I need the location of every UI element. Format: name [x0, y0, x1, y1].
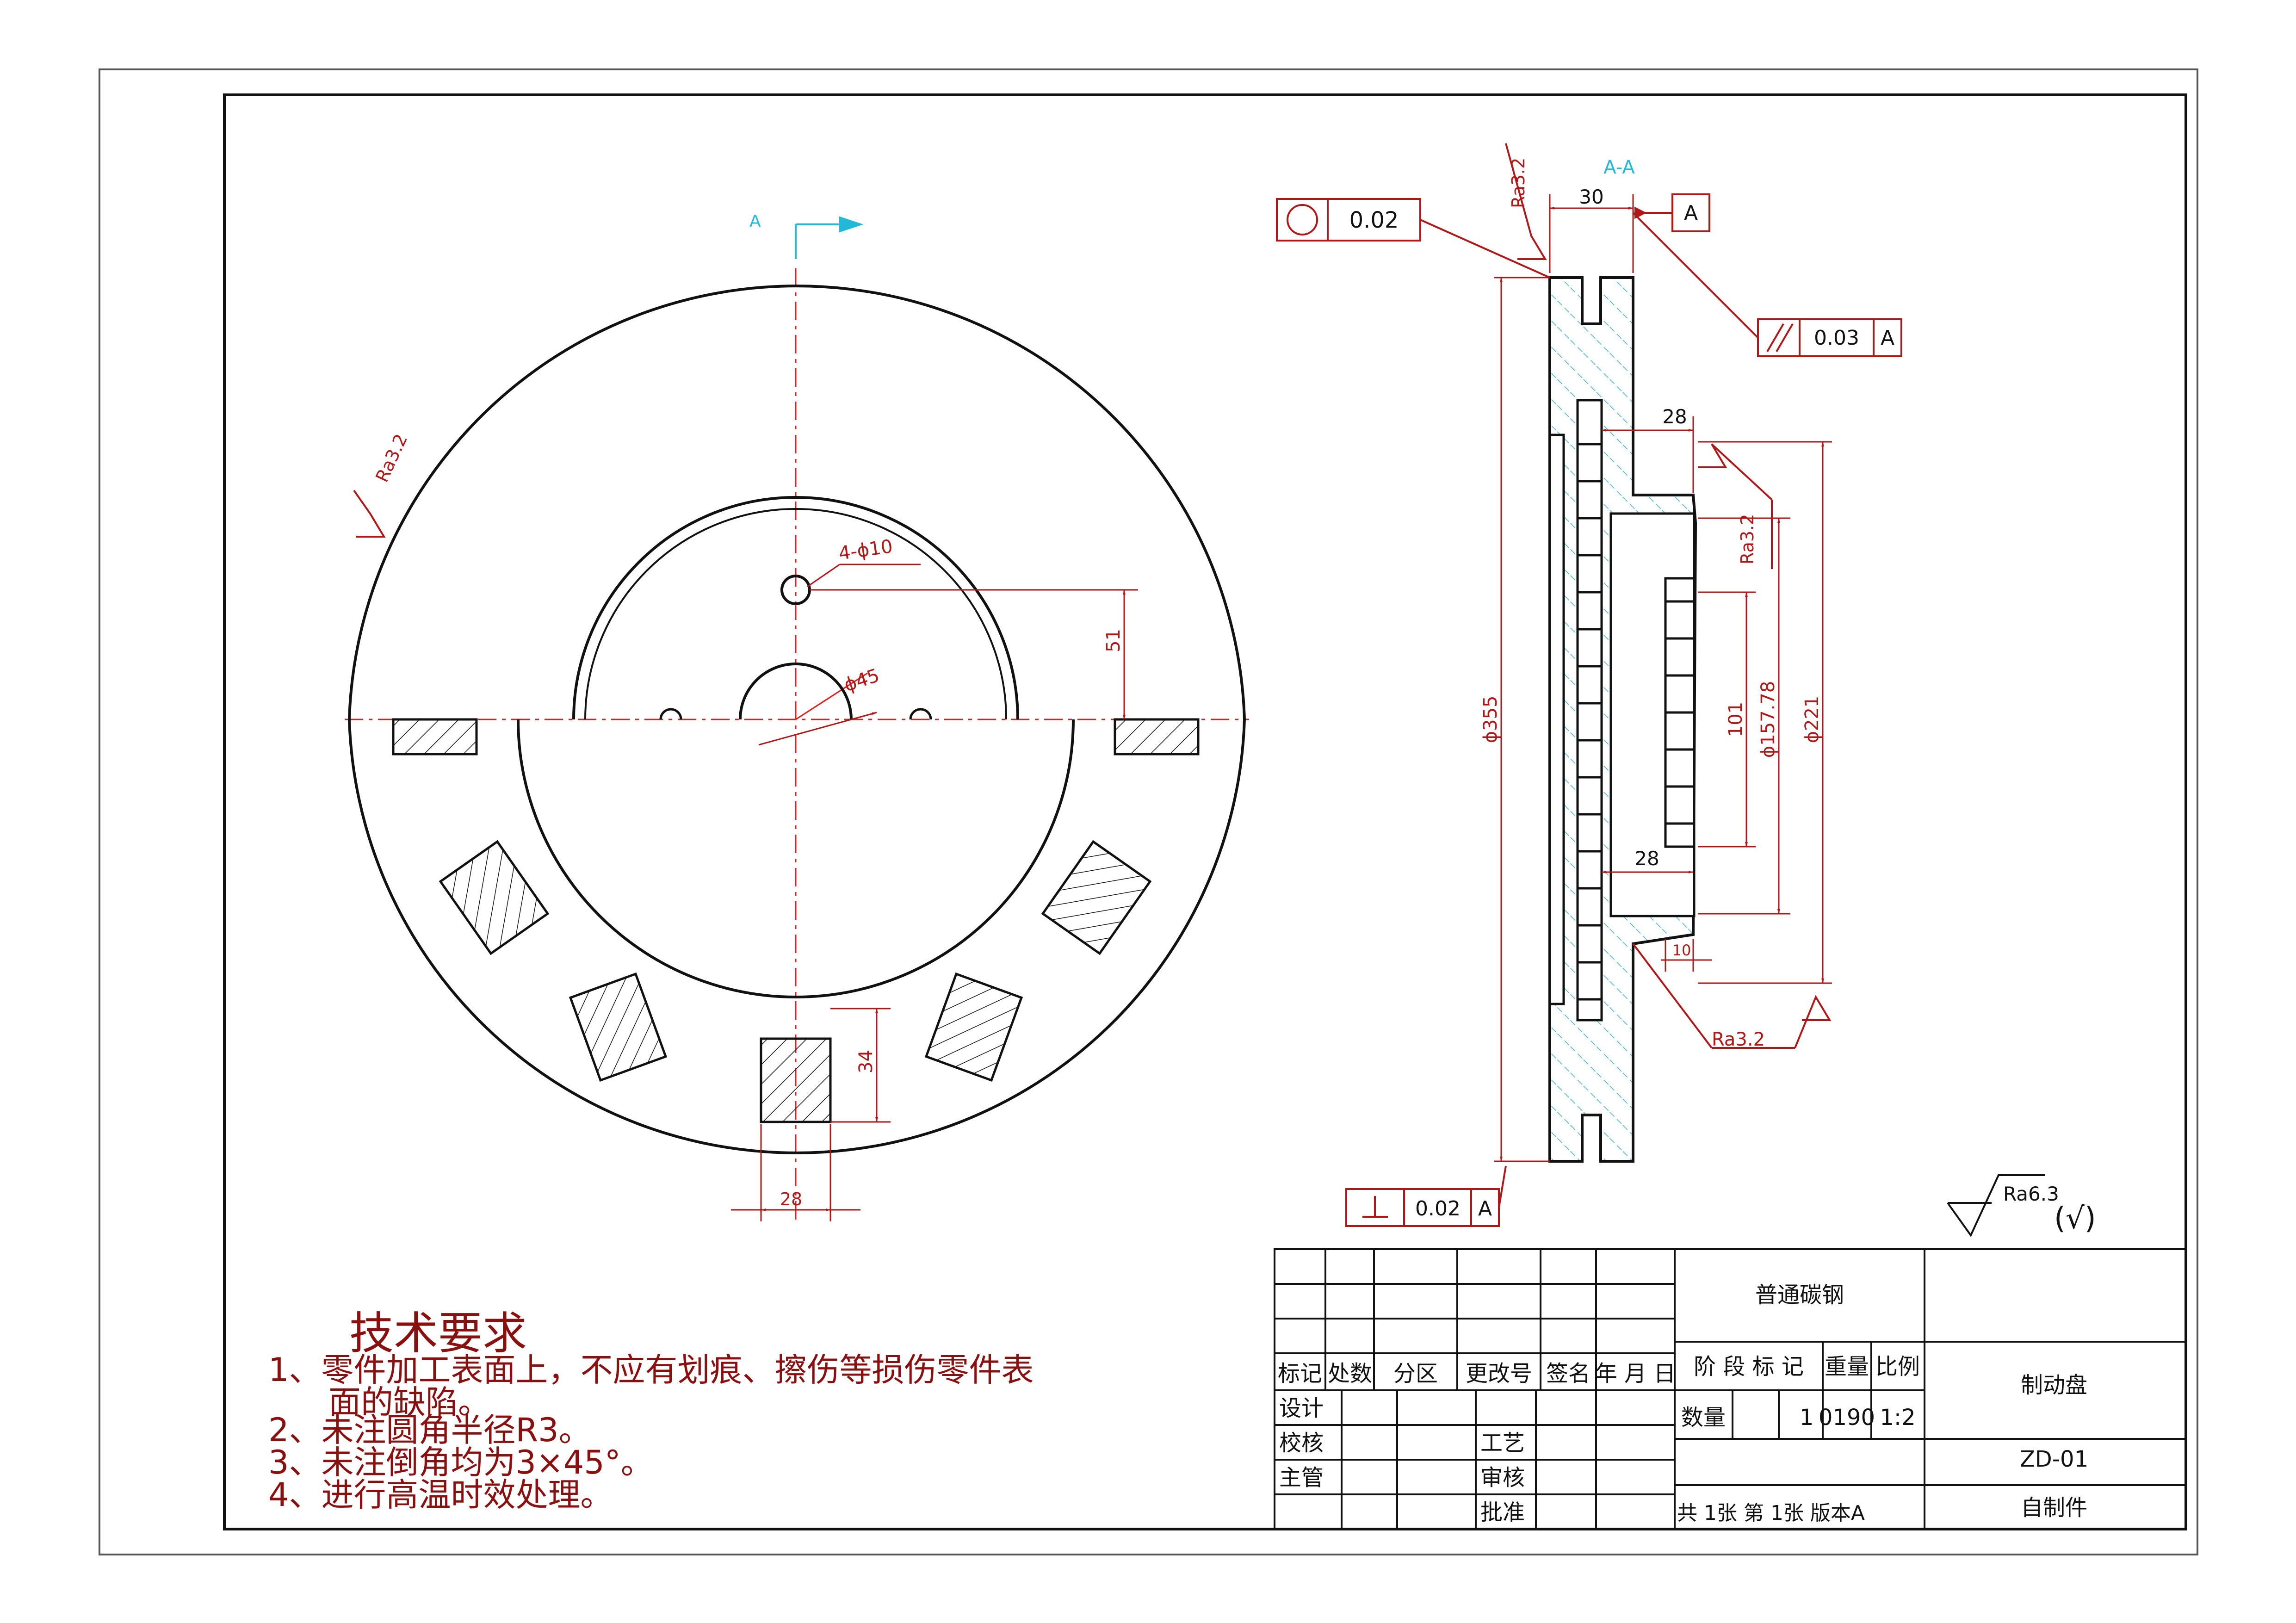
roughness-front-label: Ra3.2 [371, 431, 411, 485]
outer-border [99, 68, 2198, 1555]
tb-rev-number: 更改号 [1466, 1361, 1532, 1387]
tech-item-1b: 面的缺陷。 [328, 1383, 490, 1421]
dim-dia-355: ϕ355 [1480, 696, 1501, 743]
tb-scale-value: 1:2 [1880, 1405, 1915, 1431]
roughness-symbol-bottom [1632, 943, 1832, 1049]
bolt-hole-right [909, 708, 932, 720]
vent-slot [924, 972, 1023, 1082]
tb-approve: 批准 [1480, 1499, 1525, 1525]
dim-slot-width: 28 [780, 1189, 802, 1209]
roughness-symbol-hub [1698, 443, 1773, 569]
tb-part-name: 制动盘 [2021, 1372, 2087, 1398]
tb-rev-zone: 分区 [1393, 1361, 1438, 1387]
front-view: A Ra3.2 [345, 212, 1249, 1221]
tech-item-4: 4、进行高温时效处理。 [268, 1476, 613, 1514]
tb-drawing-no: ZD-01 [2020, 1446, 2088, 1472]
hub-lower-edge [517, 719, 1075, 998]
tb-stage: 阶 段 标 记 [1694, 1354, 1804, 1380]
tb-check: 校核 [1279, 1430, 1324, 1456]
tb-rev-date: 年 月 日 [1595, 1361, 1676, 1387]
perp-tol: 0.02 [1415, 1197, 1461, 1220]
section-title: A-A [1603, 157, 1635, 178]
tb-manager: 主管 [1279, 1465, 1324, 1491]
tech-requirements: 技术要求 1、零件加工表面上，不应有划痕、擦伤等损伤零件表 面的缺陷。 2、未注… [268, 1307, 1034, 1514]
vent-slot [569, 972, 668, 1082]
datum-feature [1634, 193, 1710, 232]
roundness-frame [1276, 198, 1550, 279]
dim-vent-bottom: 28 [1634, 847, 1659, 870]
title-block [1274, 1248, 2187, 1530]
tech-item-3: 3、未注倒角均为3×45°。 [268, 1443, 653, 1481]
roughness-symbol-front [353, 489, 386, 538]
general-finish [1947, 1174, 2045, 1237]
dim-slot-height: 34 [855, 1050, 877, 1073]
tech-item-1: 1、零件加工表面上，不应有划痕、擦伤等损伤零件表 [268, 1351, 1034, 1389]
dim-101: 101 [1725, 702, 1746, 737]
dim-hole-offset: 51 [1103, 629, 1124, 652]
parallel-datum: A [1881, 326, 1894, 350]
tb-material: 普通碳钢 [1755, 1282, 1844, 1308]
tech-title: 技术要求 [349, 1307, 527, 1359]
section-arrow [795, 216, 864, 259]
datum-label: A [1684, 201, 1698, 225]
vent-ribs [1578, 443, 1694, 1001]
roughness-top-label: Ra3.2 [1508, 158, 1529, 208]
roughness-bottom-label: Ra3.2 [1712, 1029, 1765, 1050]
vent-slot [392, 718, 478, 756]
tb-rev-mark: 标记 [1278, 1361, 1322, 1387]
dimension-lines-section [1494, 194, 1832, 1162]
dim-10: 10 [1672, 942, 1691, 959]
tb-qty-value: 1 [1800, 1405, 1814, 1431]
vent-slot [439, 840, 550, 955]
tb-sheet-info: 共 1张 第 1张 版本A [1677, 1501, 1865, 1525]
vent-slots [392, 718, 1200, 1123]
center-bore [739, 663, 853, 720]
tb-qty-label: 数量 [1681, 1405, 1726, 1431]
vent-slot [760, 1037, 832, 1123]
dim-dia-221: ϕ221 [1801, 696, 1823, 743]
centerlines [345, 268, 1249, 1221]
parallel-frame [1632, 212, 1902, 357]
tb-review: 审核 [1480, 1465, 1525, 1491]
tech-item-2: 2、未注圆角半径R3。 [268, 1411, 591, 1449]
perp-frame [1345, 1165, 1507, 1227]
dim-holes-callout: 4-ϕ10 [837, 536, 894, 564]
section-label-a: A [749, 212, 761, 231]
tb-design: 设计 [1279, 1395, 1324, 1421]
dim-vent-top: 28 [1662, 405, 1687, 428]
tb-rev-count: 处数 [1328, 1361, 1372, 1387]
dim-dia-157: ϕ157.78 [1758, 681, 1779, 758]
tb-rev-sign: 签名 [1546, 1361, 1590, 1387]
bolt-hole-left [659, 708, 682, 720]
roundness-tol: 0.02 [1349, 207, 1399, 233]
section-view: A-A [1276, 143, 1902, 1227]
tb-source: 自制件 [2021, 1495, 2087, 1521]
general-finish-note: (√) [2054, 1202, 2096, 1236]
vent-channel [1548, 399, 1696, 1022]
tb-process: 工艺 [1480, 1430, 1525, 1456]
disc-lower-edge [348, 719, 1246, 1154]
tb-weight: 重量 [1825, 1354, 1869, 1380]
title-block-text: 普通碳钢 制动盘 ZD-01 自制件 标记 处数 分区 更改号 签名 年 月 日… [1278, 1282, 2088, 1525]
parallel-tol: 0.03 [1814, 326, 1859, 350]
roughness-hub-label: Ra3.2 [1737, 514, 1758, 564]
vent-slot [1114, 718, 1200, 756]
tb-scale: 比例 [1875, 1354, 1920, 1380]
vent-slot [1041, 840, 1152, 955]
perp-datum: A [1478, 1197, 1492, 1220]
tb-weight-value: 0190 [1819, 1405, 1875, 1431]
dim-bore-callout: ϕ45 [842, 665, 882, 696]
roughness-symbol-top [1505, 143, 1547, 260]
disc-outer-edge [348, 285, 1246, 720]
hub-outer-edge [572, 496, 1019, 720]
inner-frame [223, 93, 2187, 1530]
dim-width: 30 [1579, 186, 1603, 208]
general-finish-value: Ra6.3 [2003, 1183, 2059, 1205]
dimension-lines-front [731, 564, 1138, 1221]
hub-inner-edge [584, 508, 1007, 720]
